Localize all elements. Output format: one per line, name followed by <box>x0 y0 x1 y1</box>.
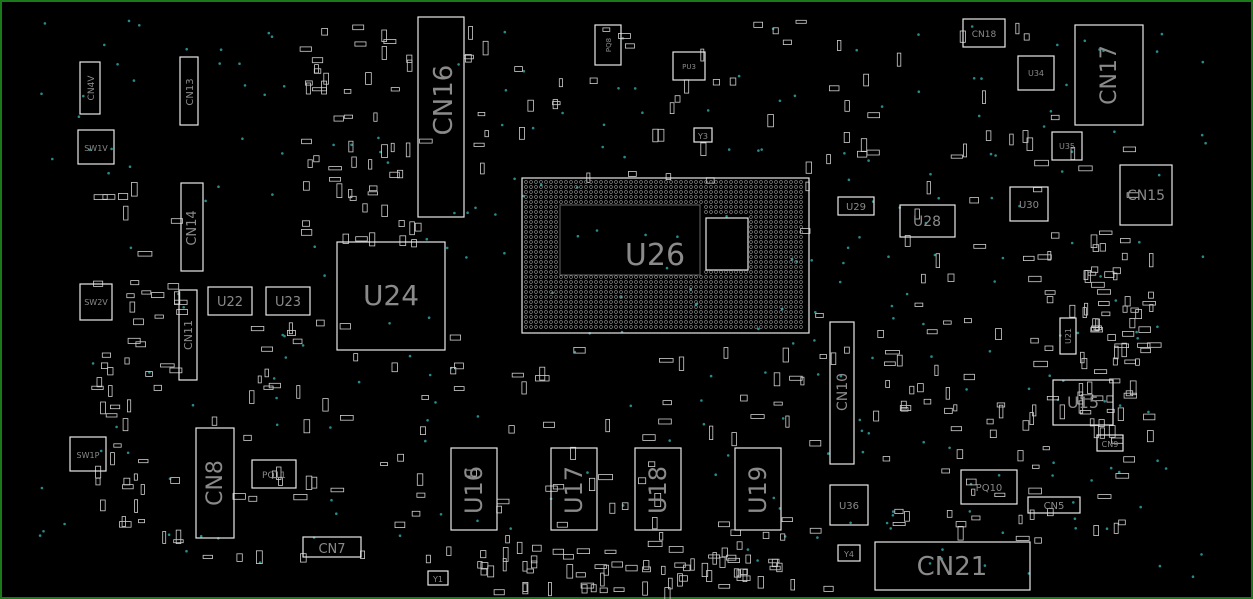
u34-chip[interactable]: U34 <box>1017 55 1055 91</box>
cn8-connector[interactable]: CN8 <box>195 427 235 539</box>
sw2v-label: SW2V <box>84 298 108 307</box>
pq8-part[interactable]: PQ8 <box>594 24 622 66</box>
y4-label: Y4 <box>843 550 854 559</box>
u29-label: U29 <box>846 202 866 213</box>
u30-label: U30 <box>1019 200 1039 211</box>
cn11-connector[interactable]: CN11 <box>178 289 198 381</box>
cn17-connector[interactable]: CN17 <box>1074 24 1144 126</box>
u36-label: U36 <box>839 501 859 512</box>
u24-label: U24 <box>363 279 419 312</box>
pu3-part[interactable]: PU3 <box>672 51 706 81</box>
cn18-label: CN18 <box>972 30 997 40</box>
cn5-connector[interactable]: CN5 <box>1027 496 1081 514</box>
cn21-connector[interactable]: CN21 <box>874 541 1031 591</box>
u26-ball-grid <box>524 180 803 329</box>
cn4v-label: CN4V <box>87 75 97 101</box>
u26-chip[interactable]: U26 <box>521 177 810 334</box>
u26-label: U26 <box>625 238 685 273</box>
cn17-label: CN17 <box>1097 45 1122 105</box>
y1-crystal[interactable]: Y1 <box>427 570 449 586</box>
cn10-label: CN10 <box>835 373 851 411</box>
cn10-connector[interactable]: CN10 <box>829 321 855 465</box>
pq11-part[interactable]: PQ11 <box>251 459 297 489</box>
cn15-connector[interactable]: CN15 <box>1119 164 1173 226</box>
y3-label: Y3 <box>697 132 708 141</box>
pq10-part[interactable]: PQ10 <box>960 469 1018 505</box>
u18-label: U18 <box>644 466 672 514</box>
u29-chip[interactable]: U29 <box>837 196 875 216</box>
cn18-connector[interactable]: CN18 <box>962 18 1006 48</box>
u28-chip[interactable]: U28 <box>899 204 956 238</box>
u15-chip[interactable]: U15 <box>1052 379 1114 426</box>
u17-chip[interactable]: U17 <box>550 447 598 531</box>
u21-label: U21 <box>1064 328 1073 344</box>
u30-chip[interactable]: U30 <box>1009 186 1049 222</box>
u35-chip[interactable]: U35 <box>1051 131 1083 161</box>
cn15-label: CN15 <box>1127 188 1165 204</box>
sw2v-switch[interactable]: SW2V <box>79 283 113 321</box>
u22-label: U22 <box>217 295 243 310</box>
cn7-connector[interactable]: CN7 <box>302 536 362 558</box>
cn9-label: CN9 <box>1102 440 1119 449</box>
u16-chip[interactable]: U16 <box>450 447 498 531</box>
cn16-connector[interactable]: CN16 <box>417 16 465 218</box>
u23-label: U23 <box>275 295 301 310</box>
cn13-connector[interactable]: CN13 <box>179 56 199 126</box>
small-parts <box>91 19 1162 599</box>
cn13-label: CN13 <box>185 78 196 105</box>
u18-chip[interactable]: U18 <box>634 447 682 531</box>
u34-label: U34 <box>1028 69 1044 78</box>
u35-label: U35 <box>1059 142 1075 151</box>
y3-crystal[interactable]: Y3 <box>693 127 713 143</box>
pq11-label: PQ11 <box>262 471 286 481</box>
u22-chip[interactable]: U22 <box>207 286 253 316</box>
pq10-label: PQ10 <box>976 483 1003 494</box>
pu3-label: PU3 <box>682 63 696 71</box>
cn8-label: CN8 <box>203 460 228 506</box>
cn4v-connector[interactable]: CN4V <box>79 61 101 115</box>
cn16-label: CN16 <box>429 65 459 136</box>
cn9-connector[interactable]: CN9 <box>1096 434 1124 452</box>
y4-crystal[interactable]: Y4 <box>837 544 861 562</box>
sw1v-switch[interactable]: SW1V <box>77 129 115 165</box>
cn21-label: CN21 <box>917 552 988 582</box>
u19-chip[interactable]: U19 <box>734 447 782 531</box>
cn5-label: CN5 <box>1044 501 1065 512</box>
sw1p-switch[interactable]: SW1P <box>69 436 107 472</box>
cn11-label: CN11 <box>182 320 195 350</box>
cn7-label: CN7 <box>318 542 345 557</box>
pq8-label: PQ8 <box>605 38 613 52</box>
cn14-connector[interactable]: CN14 <box>180 182 204 272</box>
u23-chip[interactable]: U23 <box>265 286 311 316</box>
sw1p-label: SW1P <box>77 451 100 460</box>
u24-chip[interactable]: U24 <box>336 241 446 351</box>
u28-label: U28 <box>913 214 941 230</box>
sw1v-label: SW1V <box>84 144 108 153</box>
y1-label: Y1 <box>432 575 443 584</box>
u17-label: U17 <box>560 466 588 514</box>
u15-label: U15 <box>1067 393 1099 412</box>
u19-label: U19 <box>744 466 772 514</box>
u16-label: U16 <box>460 466 488 514</box>
u21-chip[interactable]: U21 <box>1059 317 1077 355</box>
cn14-label: CN14 <box>185 210 200 245</box>
u36-chip[interactable]: U36 <box>829 484 869 526</box>
